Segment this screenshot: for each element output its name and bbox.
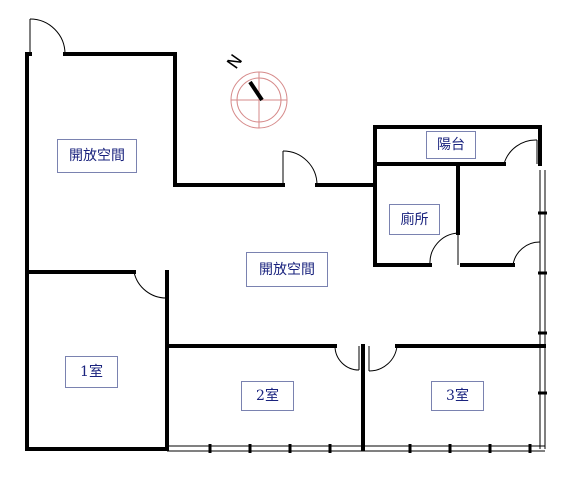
doors (29, 18, 541, 372)
room-label-room-3: 3室 (431, 381, 484, 411)
door-open-space (282, 150, 318, 186)
room-label-balcony: 陽台 (426, 131, 476, 159)
door-right-corridor (512, 241, 541, 266)
door-room-2 (334, 345, 360, 371)
door-room-3 (368, 345, 398, 372)
room-label-room-1: 1室 (65, 356, 118, 388)
room-label-open-space-top: 開放空間 (57, 139, 137, 173)
door-toilet (429, 232, 459, 266)
compass-rose-icon (230, 71, 288, 129)
room-label-room-2: 2室 (241, 381, 294, 411)
walls (25, 52, 546, 451)
door-room-1 (133, 271, 168, 299)
door-balcony (503, 139, 538, 165)
door-entrance (29, 18, 66, 55)
windows (167, 170, 547, 453)
room-label-toilet: 廁所 (389, 204, 440, 235)
compass-needle (248, 80, 264, 102)
room-label-open-space-center: 開放空間 (246, 252, 328, 287)
